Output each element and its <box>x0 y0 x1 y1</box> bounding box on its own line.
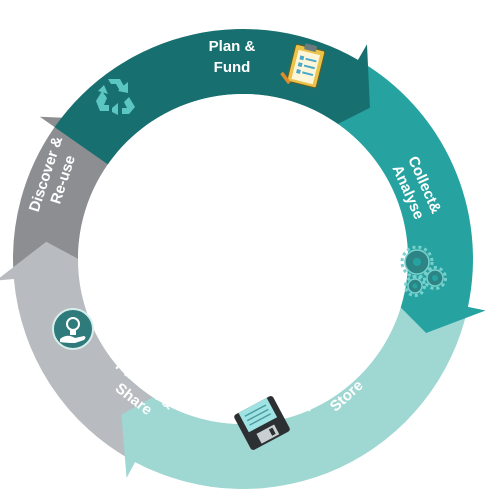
plan-label-line-2: Fund <box>214 59 251 76</box>
gears-icon <box>400 245 447 297</box>
segment-preserve <box>121 293 468 489</box>
svg-text:Plan &: Plan & <box>209 38 256 55</box>
center-disk <box>78 94 408 424</box>
segment-publish <box>0 241 166 463</box>
lightbulb-hand-icon <box>52 308 94 350</box>
plan-label-line-1: Plan & <box>209 38 256 55</box>
recycle-icon <box>96 79 135 115</box>
floppy-disk-icon <box>234 396 290 450</box>
segment-group <box>0 28 486 489</box>
svg-text:Fund: Fund <box>214 59 251 76</box>
label-plan: Plan & Fund <box>209 38 256 76</box>
clipboard-icon <box>280 43 326 89</box>
segment-collect <box>325 59 486 333</box>
